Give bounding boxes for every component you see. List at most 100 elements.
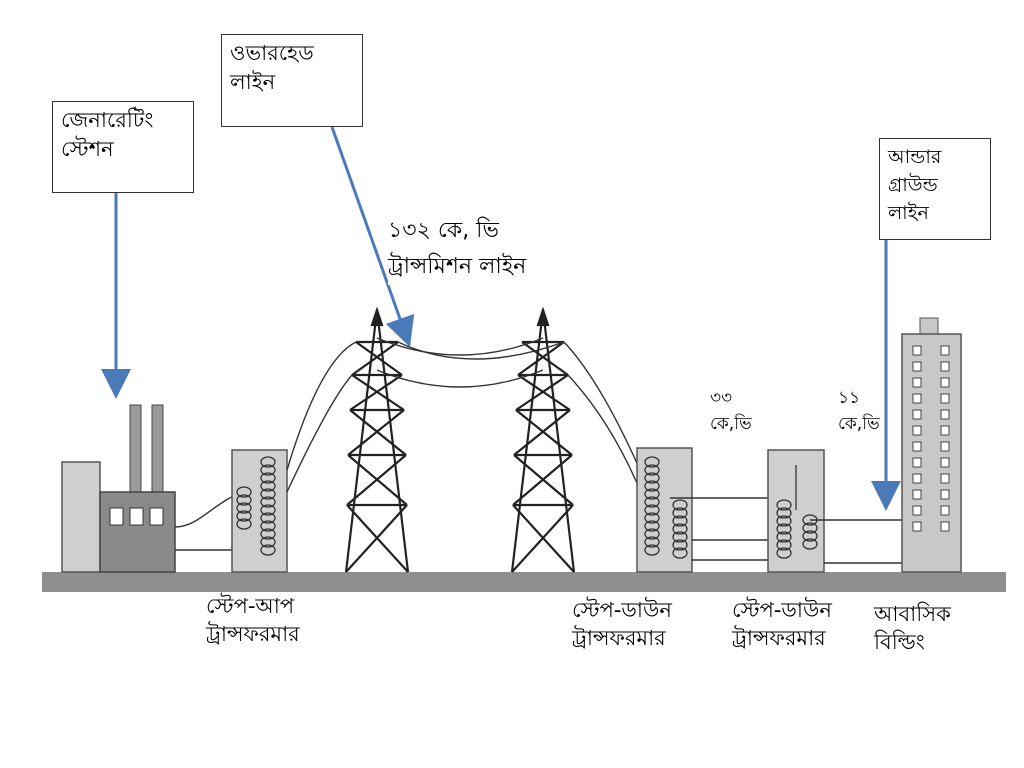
coil-loop xyxy=(776,515,792,527)
building-window xyxy=(912,505,922,516)
building-window xyxy=(940,457,950,468)
coil-loop xyxy=(644,488,660,500)
coil-loop xyxy=(672,507,688,519)
step-up-text-2: ট্রান্সফরমার xyxy=(206,622,300,646)
step-down-2-text-1: স্টেপ-ডাউন xyxy=(732,598,832,622)
kv11-label: ১১ কে,ভি xyxy=(838,385,880,437)
step-down-2-label: স্টেপ-ডাউন ট্রান্সফরমার xyxy=(732,596,832,652)
building-window xyxy=(912,393,922,404)
power-plant xyxy=(99,404,176,573)
coil-loop xyxy=(260,536,276,548)
kv33-value: ৩৩ xyxy=(710,388,733,408)
building-window xyxy=(940,473,950,484)
coil-loop xyxy=(776,523,792,535)
coil-loop xyxy=(260,456,276,468)
coil-loop xyxy=(260,488,276,500)
kv33-unit: কে,ভি xyxy=(710,414,752,434)
coil-loop xyxy=(776,531,792,543)
coil-loop xyxy=(644,520,660,532)
step-down-1-text-1: স্টেপ-ডাউন xyxy=(572,598,672,622)
coil-loop xyxy=(802,530,818,542)
building-window xyxy=(912,441,922,452)
coil-loop xyxy=(236,486,252,498)
building-window xyxy=(912,345,922,356)
step-up-text-1: স্টেপ-আপ xyxy=(206,594,295,618)
coil-loop xyxy=(260,520,276,532)
coil-loop xyxy=(644,496,660,508)
building-window xyxy=(912,521,922,532)
building-window xyxy=(912,409,922,420)
coil-loop xyxy=(260,544,276,556)
coil-loop xyxy=(236,518,252,530)
coil-loop xyxy=(644,536,660,548)
underground-line-text-2: গ্রাউন্ড xyxy=(888,174,938,196)
coil-loop xyxy=(672,539,688,551)
coil-loop xyxy=(236,510,252,522)
step-down-1-text-2: ট্রান্সফরমার xyxy=(572,626,666,650)
transmission-line-label: ১৩২ কে, ভি ট্রান্সমিশন লাইন xyxy=(388,213,527,285)
coil-loop xyxy=(260,464,276,476)
building-window xyxy=(912,361,922,372)
coil-loop xyxy=(672,515,688,527)
building-window xyxy=(940,521,950,532)
transmission-line-name: ট্রান্সমিশন লাইন xyxy=(388,254,527,279)
coil-loop xyxy=(260,504,276,516)
coil-loop xyxy=(672,523,688,535)
transmission-voltage: ১৩২ কে, ভি xyxy=(388,218,499,243)
coil-loop xyxy=(644,464,660,476)
ground xyxy=(42,572,1006,592)
residential-building xyxy=(901,317,962,573)
coil-loop xyxy=(644,528,660,540)
coil-loop xyxy=(672,547,688,559)
building-window xyxy=(940,361,950,372)
step-up-transformer xyxy=(231,449,288,573)
building-window xyxy=(912,489,922,500)
building-window xyxy=(940,377,950,388)
building-window xyxy=(940,505,950,516)
coil-loop xyxy=(236,502,252,514)
coil-loop xyxy=(644,456,660,468)
building-window xyxy=(912,425,922,436)
building-window xyxy=(940,489,950,500)
coil-loop xyxy=(776,547,792,559)
generating-station-text-1: জেনারেটিং xyxy=(61,108,154,132)
transmission-tower-left xyxy=(344,306,410,573)
coil-loop xyxy=(260,528,276,540)
coil-loop xyxy=(260,512,276,524)
building-window xyxy=(940,345,950,356)
coil-loop xyxy=(236,494,252,506)
building-window xyxy=(940,409,950,420)
coil-loop xyxy=(644,504,660,516)
building-window xyxy=(912,457,922,468)
underground-line-text-3: লাইন xyxy=(888,202,929,224)
cooling-tower xyxy=(61,461,101,573)
coil-loop xyxy=(776,507,792,519)
generating-station-callout: জেনারেটিং স্টেশন xyxy=(52,101,194,193)
transmission-wires xyxy=(286,337,641,493)
step-down-transformer-2 xyxy=(767,449,825,573)
coil-loop xyxy=(672,499,688,511)
residential-text-2: বিল্ডিং xyxy=(874,630,925,654)
coil-loop xyxy=(260,472,276,484)
residential-text-1: আবাসিক xyxy=(874,602,951,626)
callout-arrows xyxy=(101,126,901,511)
building-window xyxy=(940,393,950,404)
coil-loop xyxy=(672,531,688,543)
kv11-value: ১১ xyxy=(838,388,861,408)
coil-loop xyxy=(260,480,276,492)
step-down-2-text-2: ট্রান্সফরমার xyxy=(732,626,826,650)
building-window xyxy=(912,377,922,388)
building-window xyxy=(912,473,922,484)
coil-loop xyxy=(644,544,660,556)
coil-loop xyxy=(644,512,660,524)
transmission-tower-right xyxy=(510,306,576,573)
step-down-1-label: স্টেপ-ডাউন ট্রান্সফরমার xyxy=(572,596,672,652)
building-window xyxy=(940,441,950,452)
kv11-unit: কে,ভি xyxy=(838,414,880,434)
coil-loop xyxy=(802,522,818,534)
underground-line-text-1: আন্ডার xyxy=(888,146,942,168)
residential-building-label: আবাসিক বিল্ডিং xyxy=(874,600,971,656)
building-window xyxy=(940,425,950,436)
coil-loop xyxy=(802,538,818,550)
